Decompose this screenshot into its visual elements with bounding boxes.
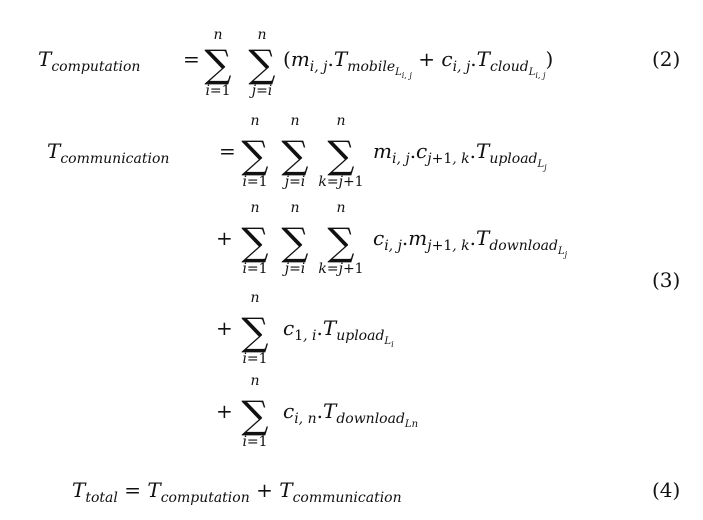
svg-text:n: n <box>250 290 259 306</box>
svg-text:ci, j.mj+1, k.TdownloadLj: ci, j.mj+1, k.TdownloadLj <box>373 226 568 259</box>
svg-text:Tcomputation: Tcomputation <box>38 47 140 75</box>
svg-text:n: n <box>250 373 259 389</box>
svg-text:n: n <box>250 113 259 129</box>
svg-text:=: = <box>219 139 236 163</box>
equation-2: Tcomputation = n ∑ i=1 n ∑ j=i (mi, j.Tm… <box>38 27 680 99</box>
equation-number: (2) <box>652 47 680 71</box>
svg-text:∑: ∑ <box>204 42 231 86</box>
svg-text:n: n <box>336 200 345 216</box>
svg-text:n: n <box>257 27 266 43</box>
equation-3: Tcommunication = n ∑ i=1 n ∑ j=i n ∑ k=j… <box>47 113 680 450</box>
svg-text:∑: ∑ <box>327 220 354 264</box>
svg-text:=: = <box>183 47 200 71</box>
svg-text:k=j+1: k=j+1 <box>318 261 363 277</box>
svg-text:mi, j.cj+1, k.TuploadLj: mi, j.cj+1, k.TuploadLj <box>373 139 547 172</box>
svg-text:+: + <box>216 226 233 250</box>
svg-text:n: n <box>290 200 299 216</box>
svg-text:c1, i.TuploadLi: c1, i.TuploadLi <box>283 316 394 349</box>
svg-text:n: n <box>290 113 299 129</box>
equation-3-line-3: + n ∑ i=1 c1, i.TuploadLi <box>216 290 394 367</box>
svg-text:Tcommunication: Tcommunication <box>47 139 169 167</box>
svg-text:j=i: j=i <box>249 83 273 99</box>
svg-text:i=1: i=1 <box>242 261 267 277</box>
equation-number: (4) <box>652 478 680 502</box>
svg-text:+: + <box>216 399 233 423</box>
svg-text:∑: ∑ <box>248 42 275 86</box>
svg-text:n: n <box>250 200 259 216</box>
svg-text:∑: ∑ <box>327 133 354 177</box>
svg-text:∑: ∑ <box>281 220 308 264</box>
svg-text:∑: ∑ <box>241 133 268 177</box>
svg-text:n: n <box>336 113 345 129</box>
svg-text:∑: ∑ <box>241 220 268 264</box>
equation-3-line-4: + n ∑ i=1 ci, n.TdownloadLn <box>216 373 418 450</box>
svg-text:i=1: i=1 <box>242 174 267 190</box>
equation-3-line-2: + n ∑ i=1 n ∑ j=i n ∑ k=j+1 ci, j.mj+1, … <box>216 200 568 277</box>
svg-text:(mi, j.TmobileLi, j + ci, j.Tc: (mi, j.TmobileLi, j + ci, j.TcloudLi, j) <box>283 47 553 80</box>
svg-text:+: + <box>216 316 233 340</box>
svg-text:ci, n.TdownloadLn: ci, n.TdownloadLn <box>283 399 418 430</box>
svg-text:∑: ∑ <box>241 310 268 354</box>
svg-text:j=i: j=i <box>282 174 306 190</box>
svg-text:∑: ∑ <box>241 393 268 437</box>
svg-text:∑: ∑ <box>281 133 308 177</box>
svg-text:i=1: i=1 <box>205 83 230 99</box>
equation-3-line-1: n ∑ i=1 n ∑ j=i n ∑ k=j+1 mi, j.cj+1, k.… <box>241 113 547 190</box>
svg-text:i=1: i=1 <box>242 351 267 367</box>
svg-text:n: n <box>213 27 222 43</box>
svg-text:k=j+1: k=j+1 <box>318 174 363 190</box>
svg-text:i=1: i=1 <box>242 434 267 450</box>
svg-text:j=i: j=i <box>282 261 306 277</box>
equation-number: (3) <box>652 268 680 292</box>
equation-4: Ttotal = Tcomputation + Tcommunication (… <box>72 478 680 506</box>
svg-text:Ttotal = Tcomputation + Tcommu: Ttotal = Tcomputation + Tcommunication <box>72 478 402 506</box>
